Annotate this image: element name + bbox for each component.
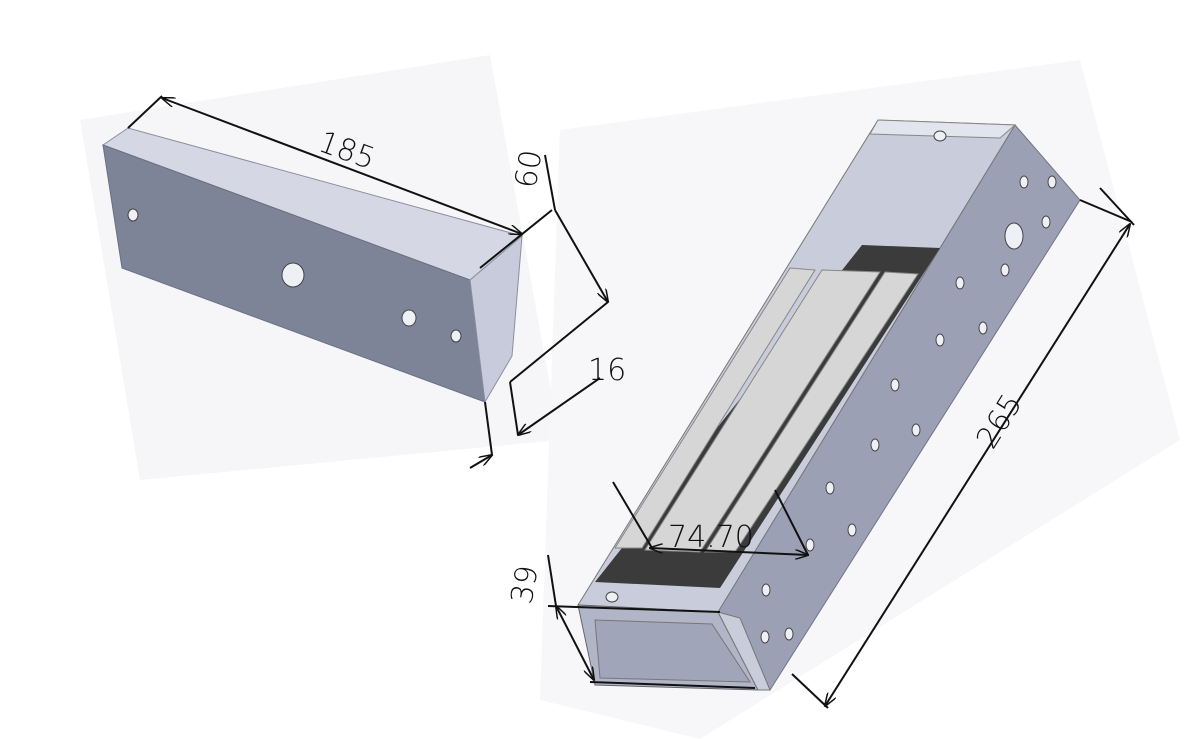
dim-magnet-height: 39 — [505, 563, 546, 607]
dim-armature-width: 60 — [508, 147, 549, 191]
dim-armature-thickness: 16 — [588, 353, 626, 388]
dimension-lines — [127, 95, 1135, 708]
dim-magnet-width: 74.70 — [668, 520, 754, 555]
